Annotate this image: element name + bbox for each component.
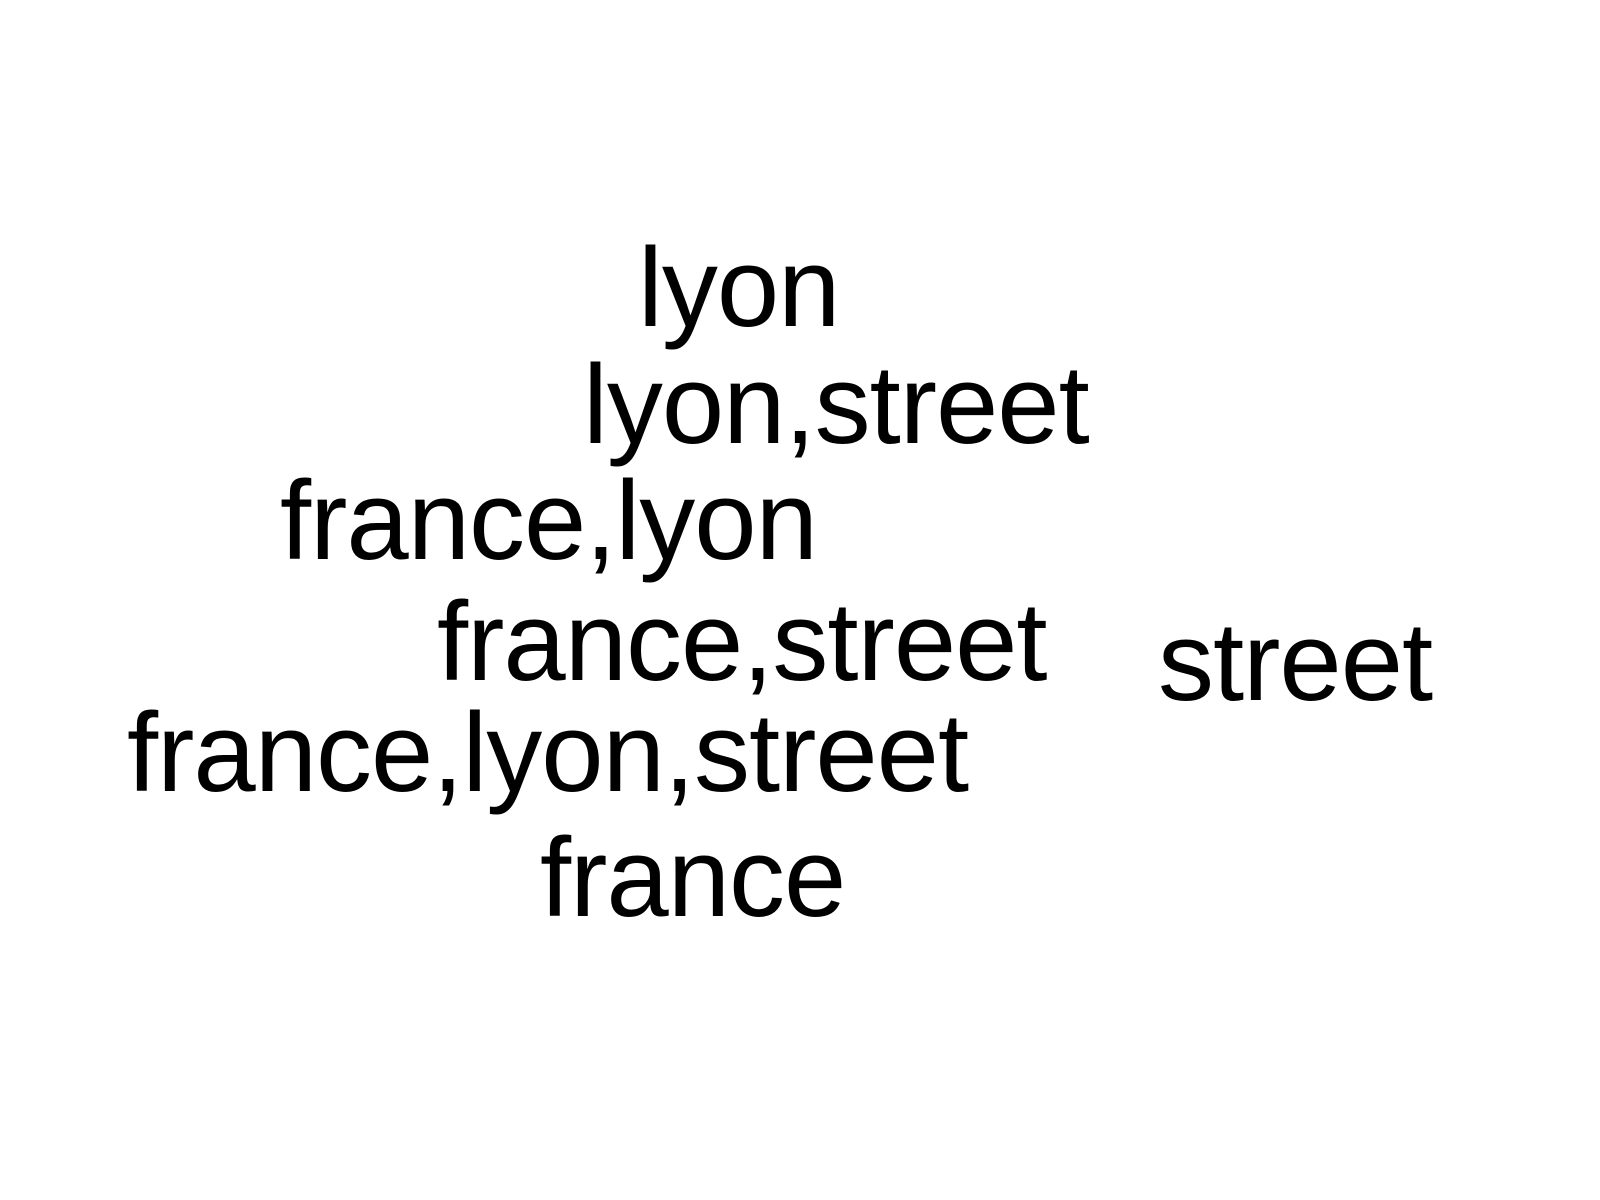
word-lyon: lyon <box>638 225 840 350</box>
word-france: france <box>540 815 846 940</box>
word-france-lyon: france,lyon <box>280 458 818 583</box>
word-france-lyon-street: france,lyon,street <box>127 690 969 815</box>
word-france-street: france,street <box>437 579 1048 704</box>
word-lyon-street: lyon,street <box>583 342 1090 467</box>
word-street: street <box>1158 599 1433 724</box>
